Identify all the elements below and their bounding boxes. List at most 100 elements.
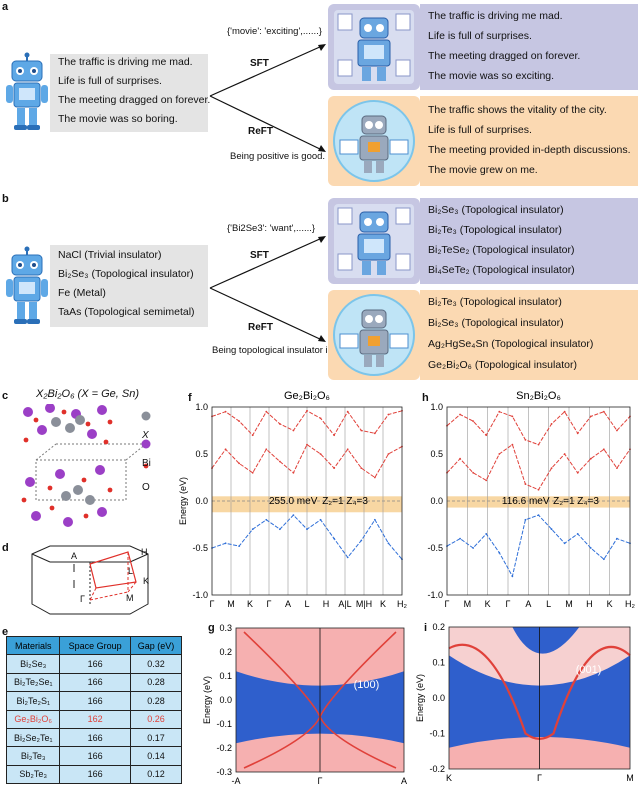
y-tick-label: -0.3	[216, 767, 232, 777]
output-line: The meeting dragged on forever.	[428, 50, 581, 62]
x-tick-label: L	[304, 599, 309, 609]
sft-output-box-b: Bi₂Se₃ (Topological insulator) Bi₂Te₃ (T…	[420, 198, 638, 284]
panel-label-c: c	[2, 390, 9, 402]
x-tick-label: H₂	[625, 599, 635, 609]
x-tick-label: Γ	[537, 773, 542, 783]
band-point	[550, 528, 553, 531]
input-sentences-box: The traffic is driving me mad. Life is f…	[50, 54, 211, 132]
input-line: The meeting dragged on forever.	[58, 94, 211, 106]
output-line: The movie grew on me.	[428, 164, 538, 176]
reft-representation-b: Being topological insulator is good.	[212, 345, 359, 356]
topological-index-label: Z₂=1 Z₄=3	[322, 496, 368, 507]
x-tick-label: -A	[232, 776, 241, 786]
band-point	[387, 453, 390, 455]
x-tick-label: H₂	[397, 599, 407, 609]
bz-point-a: A	[71, 551, 78, 561]
y-tick-label: 0.2	[219, 647, 232, 657]
band-point	[498, 551, 501, 554]
surface-annotation: (100)	[354, 679, 380, 691]
band-point	[265, 410, 268, 413]
band-point	[238, 420, 241, 422]
x-tick-label: K	[607, 599, 613, 609]
band-point	[292, 514, 295, 516]
band-point	[333, 537, 336, 540]
y-axis-label: Energy (eV)	[415, 674, 425, 722]
y-tick-label: -0.2	[429, 764, 445, 774]
output-line: Bi₄SeTe₂ (Topological insulator)	[428, 264, 575, 276]
y-tick-label: -1.0	[427, 590, 443, 600]
x-tick-label: Γ	[318, 776, 323, 786]
bz-point-gamma: Γ	[80, 594, 85, 604]
reft-representation-a: Being positive is good.	[230, 151, 326, 162]
output-line: Bi₂Se₃ (Topological insulator)	[428, 317, 564, 329]
x-tick-label: K	[485, 599, 491, 609]
band-point	[576, 533, 579, 535]
sft-robot-a	[328, 4, 420, 90]
band-point	[333, 467, 336, 469]
bz-point-m: M	[126, 593, 134, 603]
table-header-row: Materials Space Group Gap (eV)	[5, 635, 183, 656]
x-tick-label: Γ	[267, 599, 272, 609]
panel-label-i: i	[424, 622, 428, 634]
band-point	[589, 415, 592, 418]
cell: Sb₂Te₃	[5, 764, 61, 785]
reft-output-box-b: Bi₂Te₃ (Topological insulator) Bi₂Se₃ (T…	[420, 290, 638, 380]
x-tick-label: K	[446, 773, 452, 783]
input-line: Bi₂Se₃ (Topological insulator)	[58, 268, 194, 280]
output-line: Bi₂Te₃ (Topological insulator)	[428, 296, 562, 308]
surface-annotation: (001)	[576, 664, 602, 676]
cell: 0.17	[129, 727, 183, 748]
y-tick-label: -0.2	[216, 743, 232, 753]
legend-o: O	[142, 482, 150, 493]
band-point	[472, 547, 475, 549]
cell: 166	[59, 764, 131, 785]
y-tick-label: 0.0	[219, 695, 232, 705]
brillouin-zone	[31, 545, 149, 615]
panel-label-e: e	[2, 626, 9, 638]
output-line: The traffic shows the vitality of the ci…	[428, 104, 607, 116]
band-point	[602, 410, 605, 413]
band-point	[537, 488, 540, 491]
input-line: Life is full of surprises.	[58, 75, 162, 87]
band-point	[616, 429, 618, 432]
band-series-0	[446, 514, 631, 578]
band-point	[602, 448, 605, 451]
band-point	[224, 448, 227, 451]
y-tick-label: 0.0	[432, 693, 445, 703]
band-point	[616, 467, 618, 469]
cell: 166	[59, 672, 131, 693]
band-point	[373, 432, 376, 435]
bz-point-k: K	[143, 576, 150, 586]
band-point	[511, 415, 514, 418]
band-point	[485, 434, 488, 437]
plot-frame	[448, 626, 631, 770]
chart-title: Sn₂Bi₂O₆	[516, 390, 561, 402]
x-tick-label: M|H	[356, 599, 372, 609]
plot-frame	[211, 406, 403, 596]
band-point	[589, 547, 592, 549]
sft-dict-a: {'movie': 'exciting',......}	[227, 26, 322, 37]
band-point	[278, 460, 281, 463]
x-tick-label: K	[380, 599, 386, 609]
input-line: The traffic is driving me mad.	[58, 56, 193, 68]
cell: 166	[59, 654, 131, 674]
band-point	[589, 457, 592, 460]
band-point	[563, 542, 566, 545]
band-point	[373, 518, 376, 521]
band-point	[524, 518, 527, 521]
reft-robot-a	[328, 96, 420, 186]
cell: 0.12	[129, 764, 183, 785]
bz-point-l: L	[128, 566, 134, 576]
input-line: The movie was so boring.	[58, 113, 178, 125]
band-point	[319, 518, 322, 521]
sft-robot-b	[328, 198, 420, 284]
x-tick-label: A	[401, 776, 407, 786]
x-tick-label: H	[586, 599, 593, 609]
header-gap: Gap (eV)	[129, 635, 183, 656]
band-point	[550, 467, 553, 469]
band-point	[472, 420, 475, 422]
cell: Bi₂Te₂S₁	[5, 691, 61, 711]
reft-robot-b	[328, 290, 420, 380]
